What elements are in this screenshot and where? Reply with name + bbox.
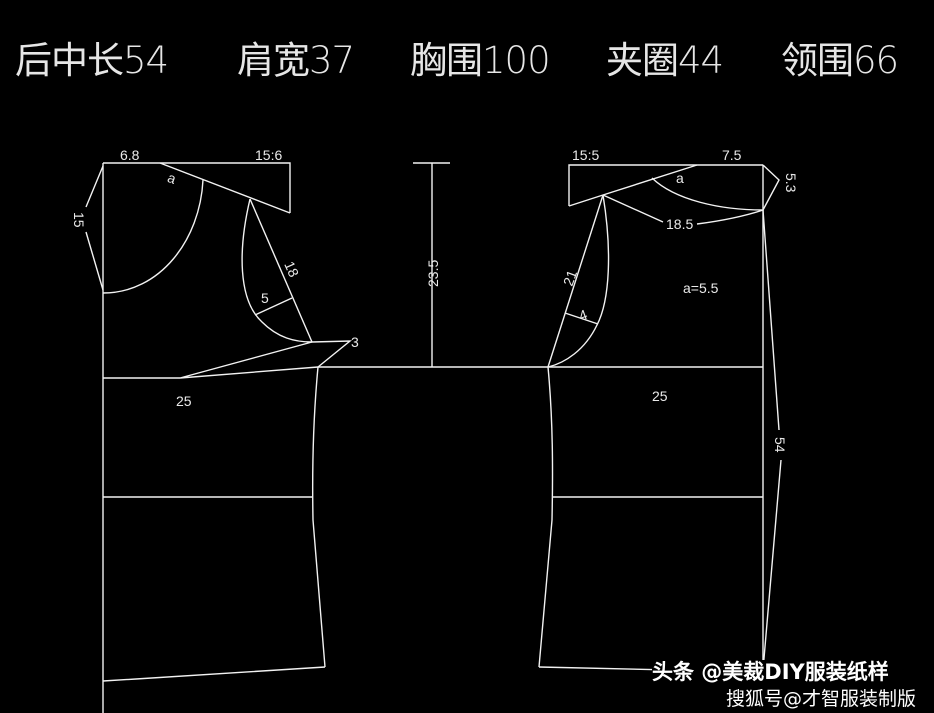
bust-label: 胸围100 — [410, 39, 551, 82]
back-armhole-depth-line — [254, 297, 293, 316]
front-shoulder-length-line — [602, 194, 764, 225]
back-neck-depth-dim — [85, 165, 104, 291]
back-armhole-curve — [241, 198, 313, 343]
front-armhole-depth-label: 4 — [577, 306, 590, 324]
front-top-box — [568, 164, 763, 206]
back-shoulder-line — [159, 162, 291, 214]
back-chest-label: 25 — [176, 393, 192, 409]
back-side-seam — [311, 366, 326, 668]
front-neck-drop-dim — [762, 164, 780, 211]
back-neck-angle-label: a — [166, 169, 179, 187]
front-armhole-curve — [547, 194, 610, 368]
front-length-dim — [762, 209, 782, 671]
back-dart-lines — [103, 341, 319, 379]
back-hem — [102, 666, 326, 682]
back-piece: 6.8 15:6 a 15 18 5 3 25 — [71, 147, 763, 713]
front-shoulder-length-label: 18.5 — [666, 216, 693, 232]
armhole-depth-dimension: 23.5 — [413, 162, 450, 367]
back-neck-depth-label: 15 — [71, 212, 87, 228]
back-neckline — [102, 179, 204, 294]
dimension-line — [413, 162, 450, 367]
a-value-label: a=5.5 — [683, 280, 719, 296]
neck-label: 领围66 — [781, 39, 899, 82]
front-armhole-depth-line — [564, 312, 599, 325]
front-piece: 15:5 7.5 5.3 a 18.5 21 4 a=5.5 25 54 — [538, 147, 799, 673]
front-armhole-line — [547, 194, 604, 368]
armhole-label: 夹圈44 — [606, 39, 724, 82]
back-armhole-line-label: 18 — [281, 259, 302, 280]
front-length-label: 54 — [772, 437, 788, 453]
front-neck-drop-label: 5.3 — [783, 173, 799, 193]
back-length-label: 后中长54 — [15, 39, 169, 82]
front-shoulder-ratio-label: 15:5 — [572, 147, 599, 163]
back-armhole-depth-label: 5 — [261, 290, 269, 306]
front-neckline — [651, 177, 764, 211]
back-side-extension-label: 3 — [351, 334, 359, 350]
front-neck-angle-label: a — [676, 170, 684, 186]
armhole-depth-total-label: 23.5 — [425, 260, 441, 287]
back-neck-width-label: 6.8 — [120, 147, 140, 163]
front-neck-width-label: 7.5 — [722, 147, 742, 163]
back-top-line — [103, 162, 291, 213]
back-shoulder-ratio-label: 15:6 — [255, 147, 282, 163]
shoulder-width-label: 肩宽37 — [237, 39, 355, 82]
toutiao-watermark: 头条 @美裁DIY服装纸样 — [652, 660, 889, 684]
measurement-header: 后中长54 肩宽37 胸围100 夹圈44 领围66 — [0, 30, 934, 82]
back-armhole-line — [249, 198, 313, 343]
front-side-seam — [538, 366, 554, 668]
front-chest-label: 25 — [652, 388, 668, 404]
back-side-extension — [311, 340, 353, 368]
front-armhole-line-label: 21 — [560, 268, 580, 288]
sohu-watermark: 搜狐号@才智服装制版 — [726, 688, 917, 710]
